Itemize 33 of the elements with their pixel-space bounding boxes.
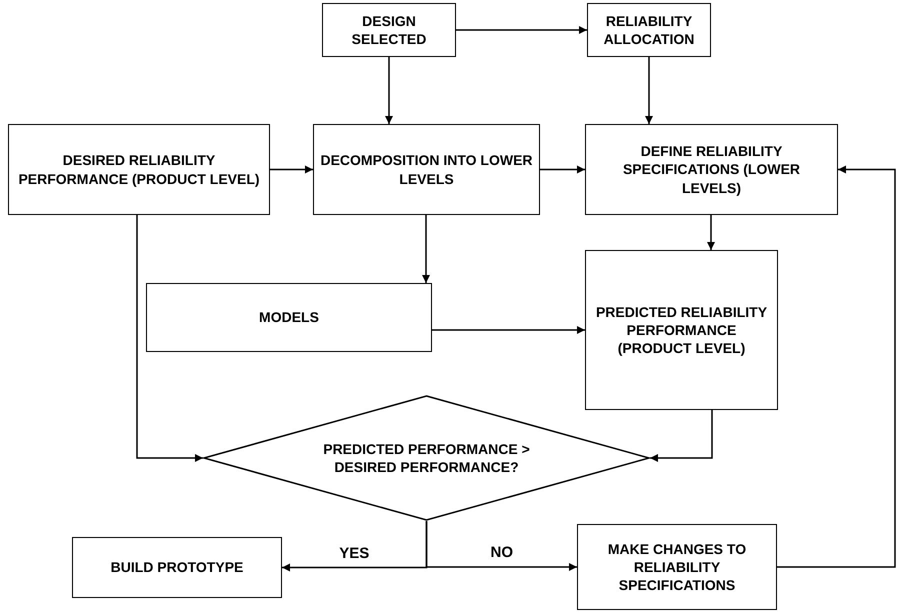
process-box (587, 3, 711, 57)
box-text: PREDICTED PERFORMANCE > DESIRED PERFORMANCE? (322, 440, 531, 476)
box-text: DESIRED RELIABILITY PERFORMANCE (PRODUCT LEVEL) (17, 151, 261, 188)
process-box (577, 524, 777, 610)
arrow (456, 26, 587, 34)
arrow (136, 215, 203, 462)
process-box (313, 124, 540, 215)
arrow (777, 166, 896, 568)
box-text: PREDICTED RELIABILITY PERFORMANCE (PRODUCT LEVEL) (594, 302, 768, 358)
process-box (8, 124, 270, 215)
box-text: MAKE CHANGES TO RELIABILITY SPECIFICATIONS (606, 540, 748, 594)
box-text: DEFINE RELIABILITY SPECIFICATIONS (LOWER LEVELS) (622, 142, 802, 197)
arrow (422, 215, 430, 283)
process-box (146, 283, 432, 352)
process-box (322, 3, 456, 57)
arrow (645, 57, 653, 124)
edge-label: YES (337, 544, 372, 562)
arrow (540, 166, 585, 174)
decision-diamond (203, 395, 650, 521)
process-box (585, 250, 778, 410)
process-box (585, 124, 838, 215)
box-text: BUILD PROTOTYPE (110, 558, 244, 577)
arrow (426, 521, 577, 571)
box-text: MODELS (258, 308, 320, 327)
arrow (432, 326, 585, 334)
process-box (72, 537, 282, 598)
box-text: DESIGN SELECTED (350, 12, 428, 48)
arrow (707, 215, 715, 250)
arrow (650, 410, 713, 462)
box-text: DECOMPOSITION INTO LOWER LEVELS (319, 151, 534, 188)
box-text: RELIABILITY ALLOCATION (602, 12, 696, 48)
arrow (270, 166, 313, 174)
arrow (385, 57, 393, 124)
